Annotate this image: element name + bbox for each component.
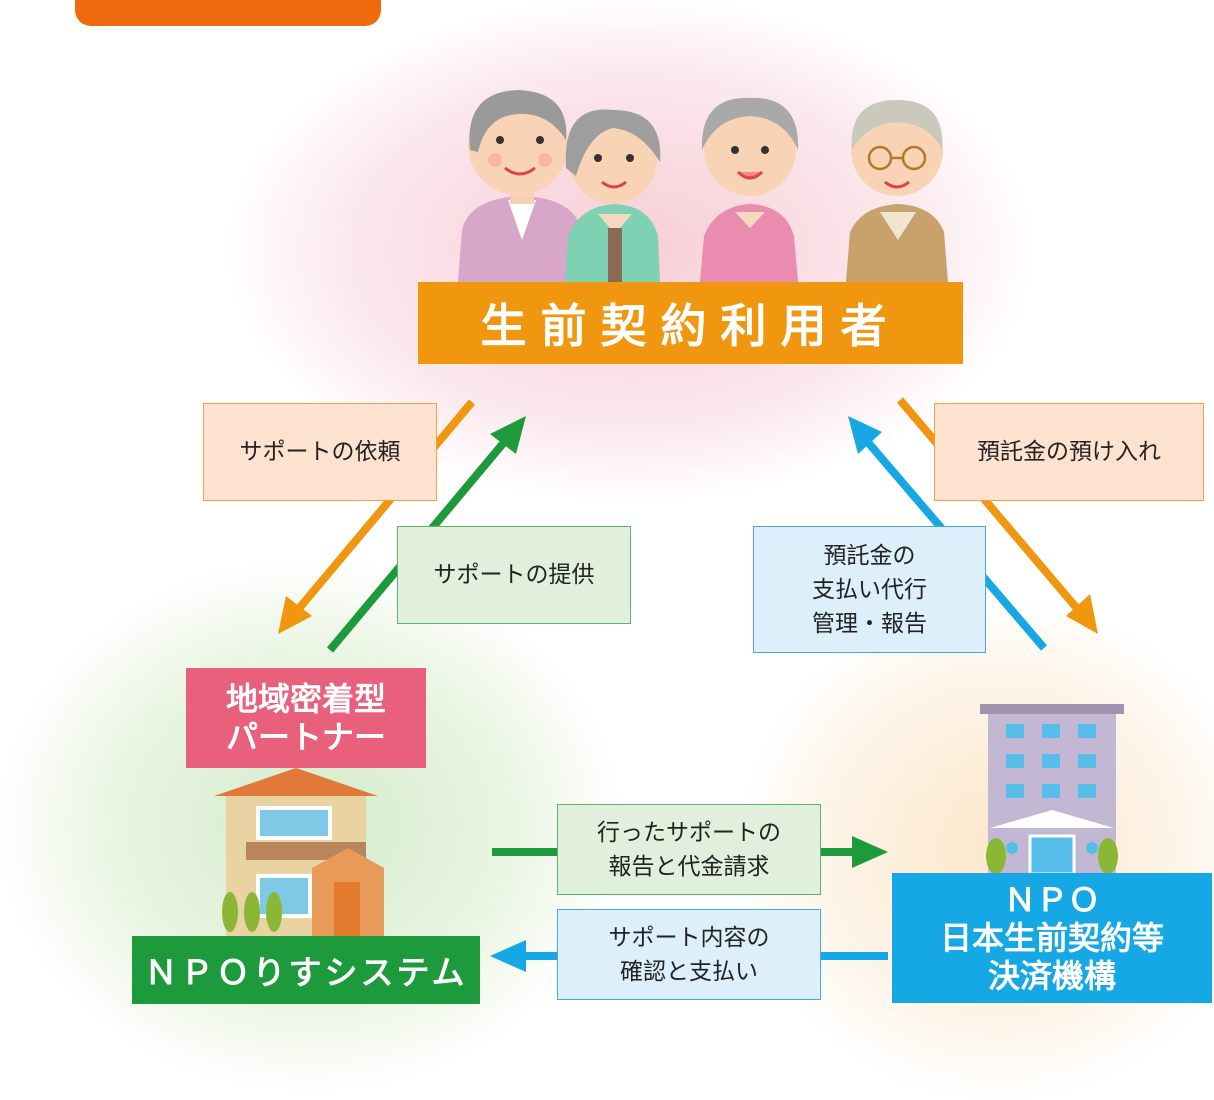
npo-risu-system-label: ＮＰＯりすシステム <box>132 936 480 1004</box>
elderly-people-illustration <box>458 90 948 282</box>
deposit-in-label: 預託金の預け入れ <box>934 403 1204 501</box>
local-partner-label: 地域密着型 パートナー <box>186 668 426 768</box>
office-building-icon <box>980 704 1124 876</box>
person-1-icon <box>458 90 586 282</box>
support-provide-label: サポートの提供 <box>397 526 631 624</box>
confirm-pay-label: サポート内容の 確認と支払い <box>557 909 821 1000</box>
person-3-icon <box>700 97 799 282</box>
arrow-support-request-icon <box>278 399 476 634</box>
header-tab <box>75 0 381 26</box>
house-icon <box>214 768 384 940</box>
deposit-manage-label: 預託金の 支払い代行 管理・報告 <box>753 526 986 653</box>
npo-settlement-org-label: ＮＰＯ 日本生前契約等 決済機構 <box>892 873 1212 1003</box>
report-bill-label: 行ったサポートの 報告と代金請求 <box>557 804 821 895</box>
arrow-deposit-in-icon <box>896 397 1098 634</box>
support-request-label: サポートの依頼 <box>203 403 437 501</box>
person-4-icon <box>846 100 948 282</box>
contract-user-title: 生前契約利用者 <box>418 282 963 364</box>
person-2-icon <box>565 109 661 282</box>
